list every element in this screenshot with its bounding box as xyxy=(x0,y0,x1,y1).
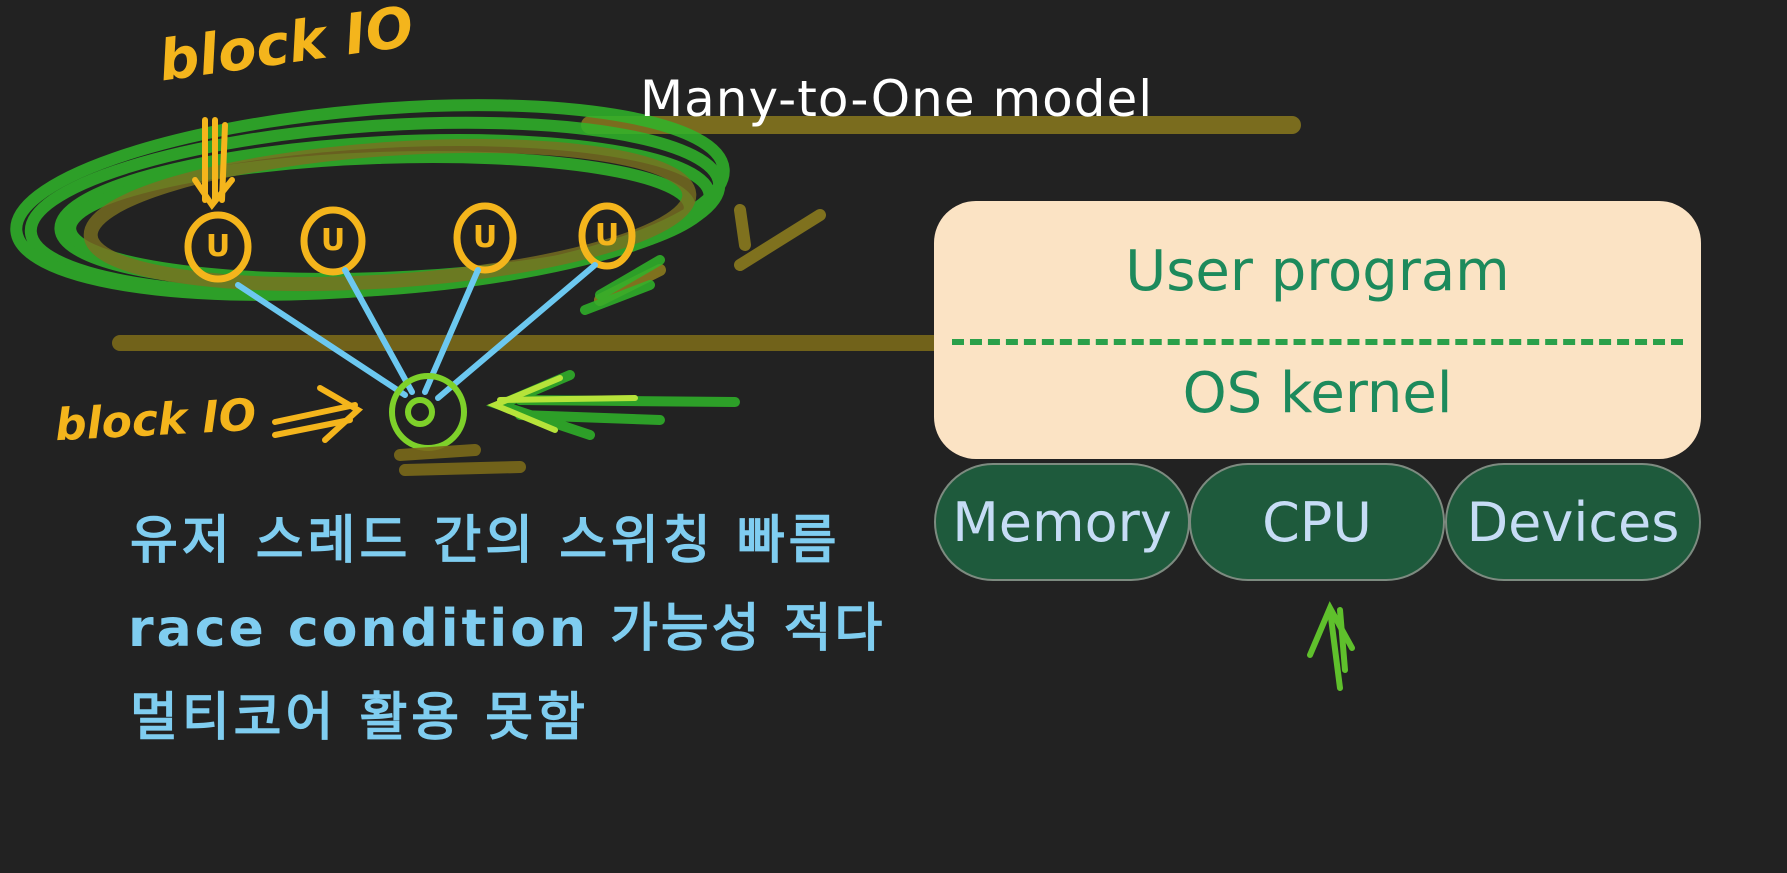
note-line-1: 유저 스레드 간의 스위칭 빠름 xyxy=(130,511,841,571)
user-program-label: User program xyxy=(1125,239,1510,304)
note-line-2: race condition 가능성 적다 xyxy=(128,599,886,659)
diagram-title: Many-to-One model xyxy=(640,70,1154,128)
user-thread-4: U xyxy=(594,218,620,253)
hardware-memory: Memory xyxy=(934,463,1190,581)
user-kernel-box: User program OS kernel xyxy=(934,201,1701,459)
user-kernel-divider xyxy=(952,339,1683,345)
user-thread-1: U xyxy=(205,229,231,264)
block-io-left-note: block IO xyxy=(53,389,258,452)
user-thread-2: U xyxy=(320,223,346,258)
hardware-cpu: CPU xyxy=(1189,463,1445,581)
os-kernel-label: OS kernel xyxy=(1182,361,1453,426)
hardware-devices: Devices xyxy=(1445,463,1701,581)
user-thread-3: U xyxy=(472,220,498,255)
note-line-3: 멀티코어 활용 못함 xyxy=(130,688,589,748)
